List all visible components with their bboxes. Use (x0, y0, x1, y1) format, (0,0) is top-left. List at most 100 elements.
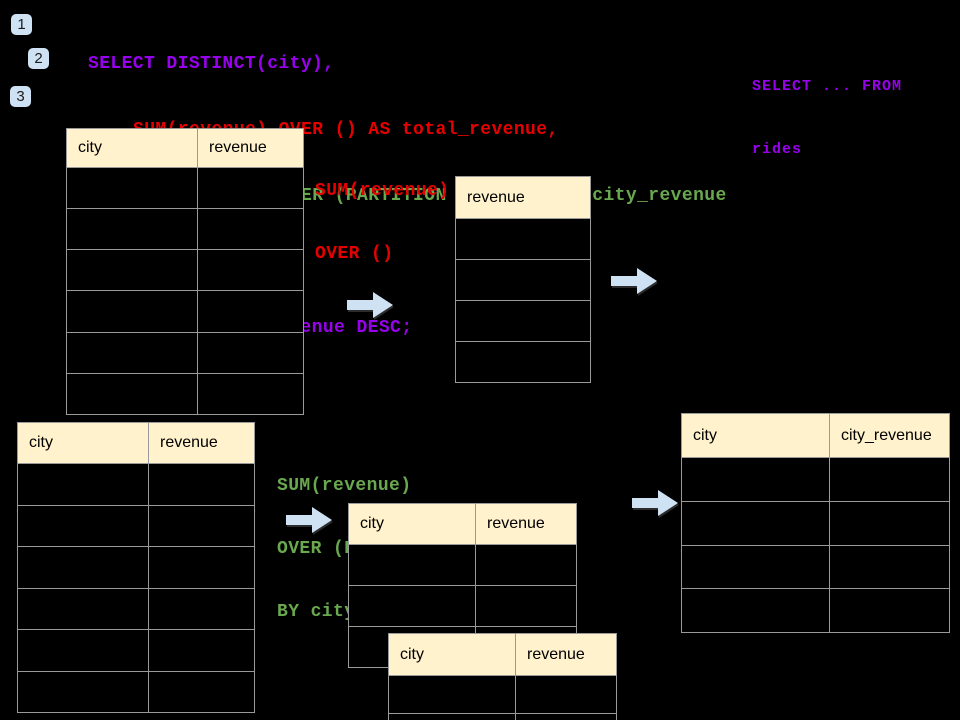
empty-cell (348, 544, 476, 586)
empty-cell (197, 166, 304, 210)
table-row (17, 670, 255, 713)
empty-cell (17, 463, 149, 506)
table-row (66, 166, 304, 210)
column-header: city_revenue (829, 413, 950, 458)
table-row (66, 290, 304, 333)
empty-cell (17, 670, 149, 713)
side-note-line: SELECT ... FROM (752, 78, 903, 95)
side-note-line: rides (752, 141, 803, 158)
empty-cell (17, 587, 149, 630)
empty-cell (17, 504, 149, 547)
empty-cell (197, 249, 304, 292)
empty-cell (148, 670, 255, 713)
empty-cell (681, 544, 830, 590)
table-row (348, 585, 577, 627)
flow-arrow-icon (611, 268, 657, 294)
empty-cell (455, 300, 591, 342)
table-row (17, 504, 255, 547)
empty-cell (475, 544, 577, 586)
empty-cell (66, 331, 198, 374)
flow-arrow-icon (632, 490, 678, 516)
table-row (17, 629, 255, 672)
table-row (66, 372, 304, 416)
table-row (66, 249, 304, 292)
column-header: revenue (197, 128, 304, 168)
empty-cell (681, 457, 830, 502)
empty-cell (681, 588, 830, 633)
table-row (17, 587, 255, 630)
column-header: city (17, 422, 149, 464)
flow-arrow-icon (347, 292, 393, 318)
flow-arrow-icon (286, 507, 332, 533)
empty-cell (829, 457, 950, 502)
table-row (348, 544, 577, 586)
empty-cell (148, 629, 255, 672)
step-badge-2: 2 (28, 48, 49, 69)
empty-cell (455, 341, 591, 383)
empty-cell (475, 585, 577, 627)
table-row (66, 208, 304, 251)
empty-cell (17, 546, 149, 589)
table-row (455, 300, 591, 342)
empty-cell (388, 713, 516, 720)
table-row (681, 500, 950, 546)
empty-cell (17, 629, 149, 672)
empty-cell (148, 546, 255, 589)
column-header: city (348, 503, 476, 545)
empty-cell (829, 588, 950, 633)
annotation-sum-over-all: SUM(revenue) OVER () (315, 139, 449, 307)
empty-cell (66, 249, 198, 292)
empty-cell (197, 208, 304, 251)
empty-cell (66, 372, 198, 416)
empty-cell (681, 500, 830, 546)
empty-cell (829, 500, 950, 546)
empty-cell (66, 290, 198, 333)
empty-cell (66, 208, 198, 251)
column-header: city (388, 633, 516, 676)
empty-cell (66, 166, 198, 210)
data-table: revenue (455, 176, 591, 383)
empty-cell (388, 675, 516, 714)
annotation-line: SUM(revenue) (315, 181, 450, 201)
annotation-line: OVER () (315, 244, 394, 264)
table-total-revenue-result: revenue (455, 176, 591, 383)
table-row (388, 713, 617, 720)
table-row (388, 675, 617, 714)
table-row (455, 341, 591, 383)
empty-cell (455, 259, 591, 301)
empty-cell (197, 290, 304, 333)
column-header: city (66, 128, 198, 168)
empty-cell (515, 675, 617, 714)
column-header: revenue (475, 503, 577, 545)
sql-line-select: SELECT DISTINCT(city), (88, 54, 335, 74)
empty-cell (348, 585, 476, 627)
annotation-line: SUM(revenue) (277, 476, 412, 496)
table-header-row: revenue (455, 176, 591, 219)
empty-cell (148, 504, 255, 547)
table-row (681, 588, 950, 633)
step-badge-1: 1 (11, 14, 32, 35)
table-row (17, 463, 255, 506)
column-header: revenue (455, 176, 591, 219)
table-row (681, 457, 950, 502)
empty-cell (455, 218, 591, 260)
table-row (455, 218, 591, 260)
empty-cell (197, 331, 304, 374)
column-header: revenue (515, 633, 617, 676)
side-note-select-from-rides: SELECT ... FROM rides (752, 34, 902, 202)
empty-cell (148, 587, 255, 630)
table-row (455, 259, 591, 301)
